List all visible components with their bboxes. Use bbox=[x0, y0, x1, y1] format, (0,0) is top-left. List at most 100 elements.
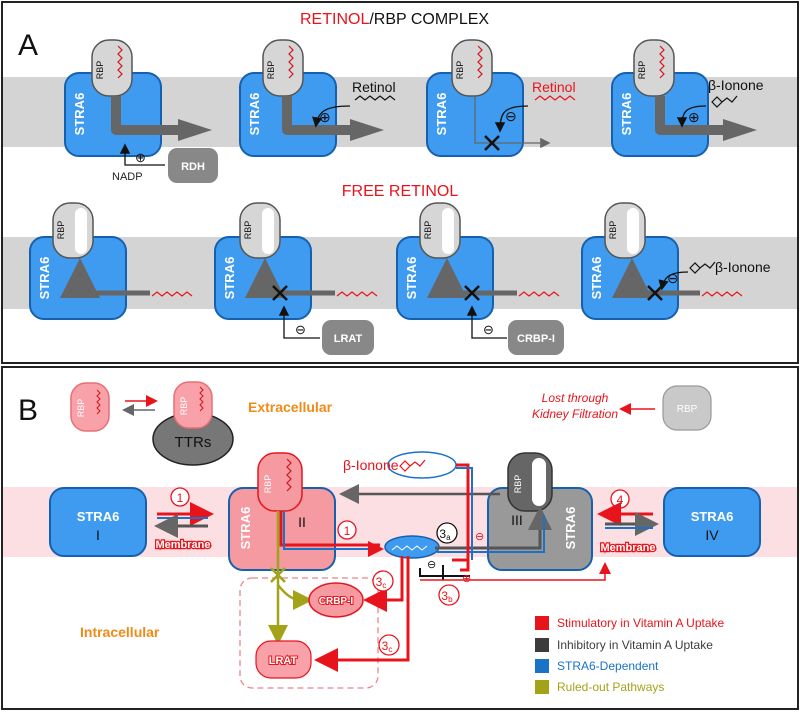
plus-sign: ⊕ bbox=[135, 150, 146, 165]
title-retinol: RETINOL bbox=[300, 11, 369, 28]
free-retinol-title: FREE RETINOL bbox=[342, 183, 459, 200]
ionone-label: β-Ionone bbox=[343, 457, 399, 473]
retinol-molecule bbox=[199, 386, 204, 412]
stra6-state-iv bbox=[663, 487, 761, 557]
minus-sign: ⊖ bbox=[295, 322, 306, 337]
ionone-label: β-Ionone bbox=[708, 77, 764, 93]
stra6-label: STRA6 bbox=[247, 93, 262, 136]
rbp-pocket bbox=[75, 208, 87, 254]
ionone-molecule bbox=[399, 459, 426, 472]
rbp-label: RBP bbox=[513, 475, 523, 494]
uptake-arrow bbox=[111, 96, 180, 135]
retinol-molecule bbox=[659, 45, 665, 79]
step-3c-num: 3 bbox=[376, 575, 383, 589]
ruled-out-mark bbox=[270, 567, 286, 583]
rbp-label: RBP bbox=[243, 221, 253, 240]
retinol-molecule bbox=[534, 95, 576, 101]
retinol-molecule bbox=[477, 45, 483, 79]
step-3b-badge bbox=[438, 584, 460, 606]
title-rbp-complex: /RBP COMPLEX bbox=[369, 11, 489, 28]
block-mark bbox=[464, 285, 480, 301]
rbp-protein bbox=[451, 39, 493, 97]
step-3a-num: 3 bbox=[439, 527, 446, 541]
retinol-label: Retinol bbox=[352, 79, 396, 95]
rdh-label: RDH bbox=[181, 161, 205, 173]
legend-swatch-stimulatory bbox=[535, 616, 549, 630]
lost-line-2: Kidney Filtration bbox=[532, 407, 618, 421]
retinol-molecule bbox=[391, 545, 428, 551]
legend-label-stimulatory: Stimulatory in Vitamin A Uptake bbox=[557, 616, 725, 630]
extracellular-label: Extracellular bbox=[248, 399, 333, 415]
loading-arrow bbox=[435, 506, 552, 550]
uptake-arrow bbox=[655, 96, 725, 135]
ionone-molecule bbox=[689, 261, 716, 274]
stra6-label: STRA6 bbox=[691, 509, 734, 524]
rdh-box bbox=[168, 148, 218, 183]
legend-label-ruled-out: Ruled-out Pathways bbox=[557, 680, 664, 694]
rbp-label: RBP bbox=[677, 404, 698, 415]
step-3a-badge bbox=[436, 522, 458, 544]
uptake-arrowhead bbox=[350, 119, 384, 141]
legend-swatch-dependent bbox=[535, 659, 549, 673]
step-3c-label-2: 3c bbox=[382, 639, 393, 654]
free-rbp-protein bbox=[662, 385, 712, 431]
minus-sign: ⊖ bbox=[667, 270, 679, 286]
retinol-molecule bbox=[96, 389, 101, 415]
inhibit-bar-dark bbox=[419, 565, 470, 580]
panel-b: B RBP TTRs RBP Extracellular Lost throug… bbox=[1, 366, 799, 710]
step-3b-sub: b bbox=[448, 595, 453, 604]
stra6-label: STRA6 bbox=[72, 93, 87, 136]
complex-unit-4: STRA6 RBP β-Ionone ⊕ bbox=[611, 39, 764, 157]
step-4-label: 4 bbox=[617, 493, 624, 507]
ionone-molecule bbox=[711, 95, 738, 108]
step-2-badge bbox=[337, 520, 357, 540]
panel-a-label: A bbox=[18, 29, 38, 62]
rbp-pocket bbox=[262, 208, 274, 254]
step-3c-badge bbox=[372, 570, 394, 592]
plus-sign: ⊕ bbox=[688, 109, 700, 125]
block-mark bbox=[484, 135, 500, 151]
crbp-arrow bbox=[466, 305, 507, 339]
step-2-arrow bbox=[279, 511, 380, 547]
step-3a-label: 3a bbox=[439, 527, 451, 542]
membrane-label: Membrane bbox=[155, 539, 210, 551]
retinol-red-label: Retinol bbox=[532, 79, 576, 95]
step-3b-label: 3b bbox=[441, 589, 453, 604]
legend: Stimulatory in Vitamin A Uptake Inhibito… bbox=[535, 616, 725, 694]
lost-line: Lost through bbox=[542, 391, 609, 405]
blocked-uptake-arrow bbox=[474, 96, 551, 149]
free-unit-1: STRA6 RBP bbox=[29, 202, 193, 320]
step-3b-num: 3 bbox=[441, 589, 448, 603]
complex-unit-1: STRA6 RBP ⊕ RDH NADP bbox=[64, 39, 218, 183]
crbp-box bbox=[508, 320, 564, 355]
uptake-arrowhead bbox=[723, 119, 757, 141]
inhibit-arrow bbox=[658, 271, 689, 291]
stra6-label: STRA6 bbox=[77, 509, 120, 524]
stra6-label: STRA6 bbox=[434, 93, 449, 136]
stra6-label: STRA6 bbox=[238, 507, 253, 550]
lrat-label: LRAT bbox=[334, 333, 363, 345]
retinol-molecule bbox=[151, 291, 193, 297]
stra6-label: STRA6 bbox=[37, 257, 52, 300]
uptake-arrowhead bbox=[178, 119, 212, 141]
rbp-label: RBP bbox=[455, 61, 465, 80]
retinol-molecule bbox=[286, 458, 292, 492]
legend-label-inhibitory: Inhibitory in Vitamin A Uptake bbox=[557, 638, 713, 652]
step-3c-sub: c bbox=[382, 581, 386, 590]
panel-b-border bbox=[1, 366, 799, 710]
ionone-dependent-line bbox=[456, 467, 473, 560]
block-mark bbox=[272, 285, 288, 301]
panel-a-border bbox=[1, 1, 799, 364]
uptake-arrow bbox=[282, 96, 352, 135]
free-unit-2: STRA6 RBP ⊖ LRAT bbox=[214, 202, 378, 355]
retinol-molecule bbox=[354, 95, 396, 101]
rbp-label: RBP bbox=[263, 475, 273, 494]
rbp-label: RBP bbox=[637, 61, 647, 80]
rbp-label: RBP bbox=[608, 221, 618, 240]
step-1-badge bbox=[170, 487, 190, 507]
intracellular-label: Intracellular bbox=[80, 624, 160, 640]
free-unit-4: STRA6 RBP β-Ionone ⊖ bbox=[581, 202, 771, 320]
step-2-dependent-line bbox=[283, 511, 384, 557]
